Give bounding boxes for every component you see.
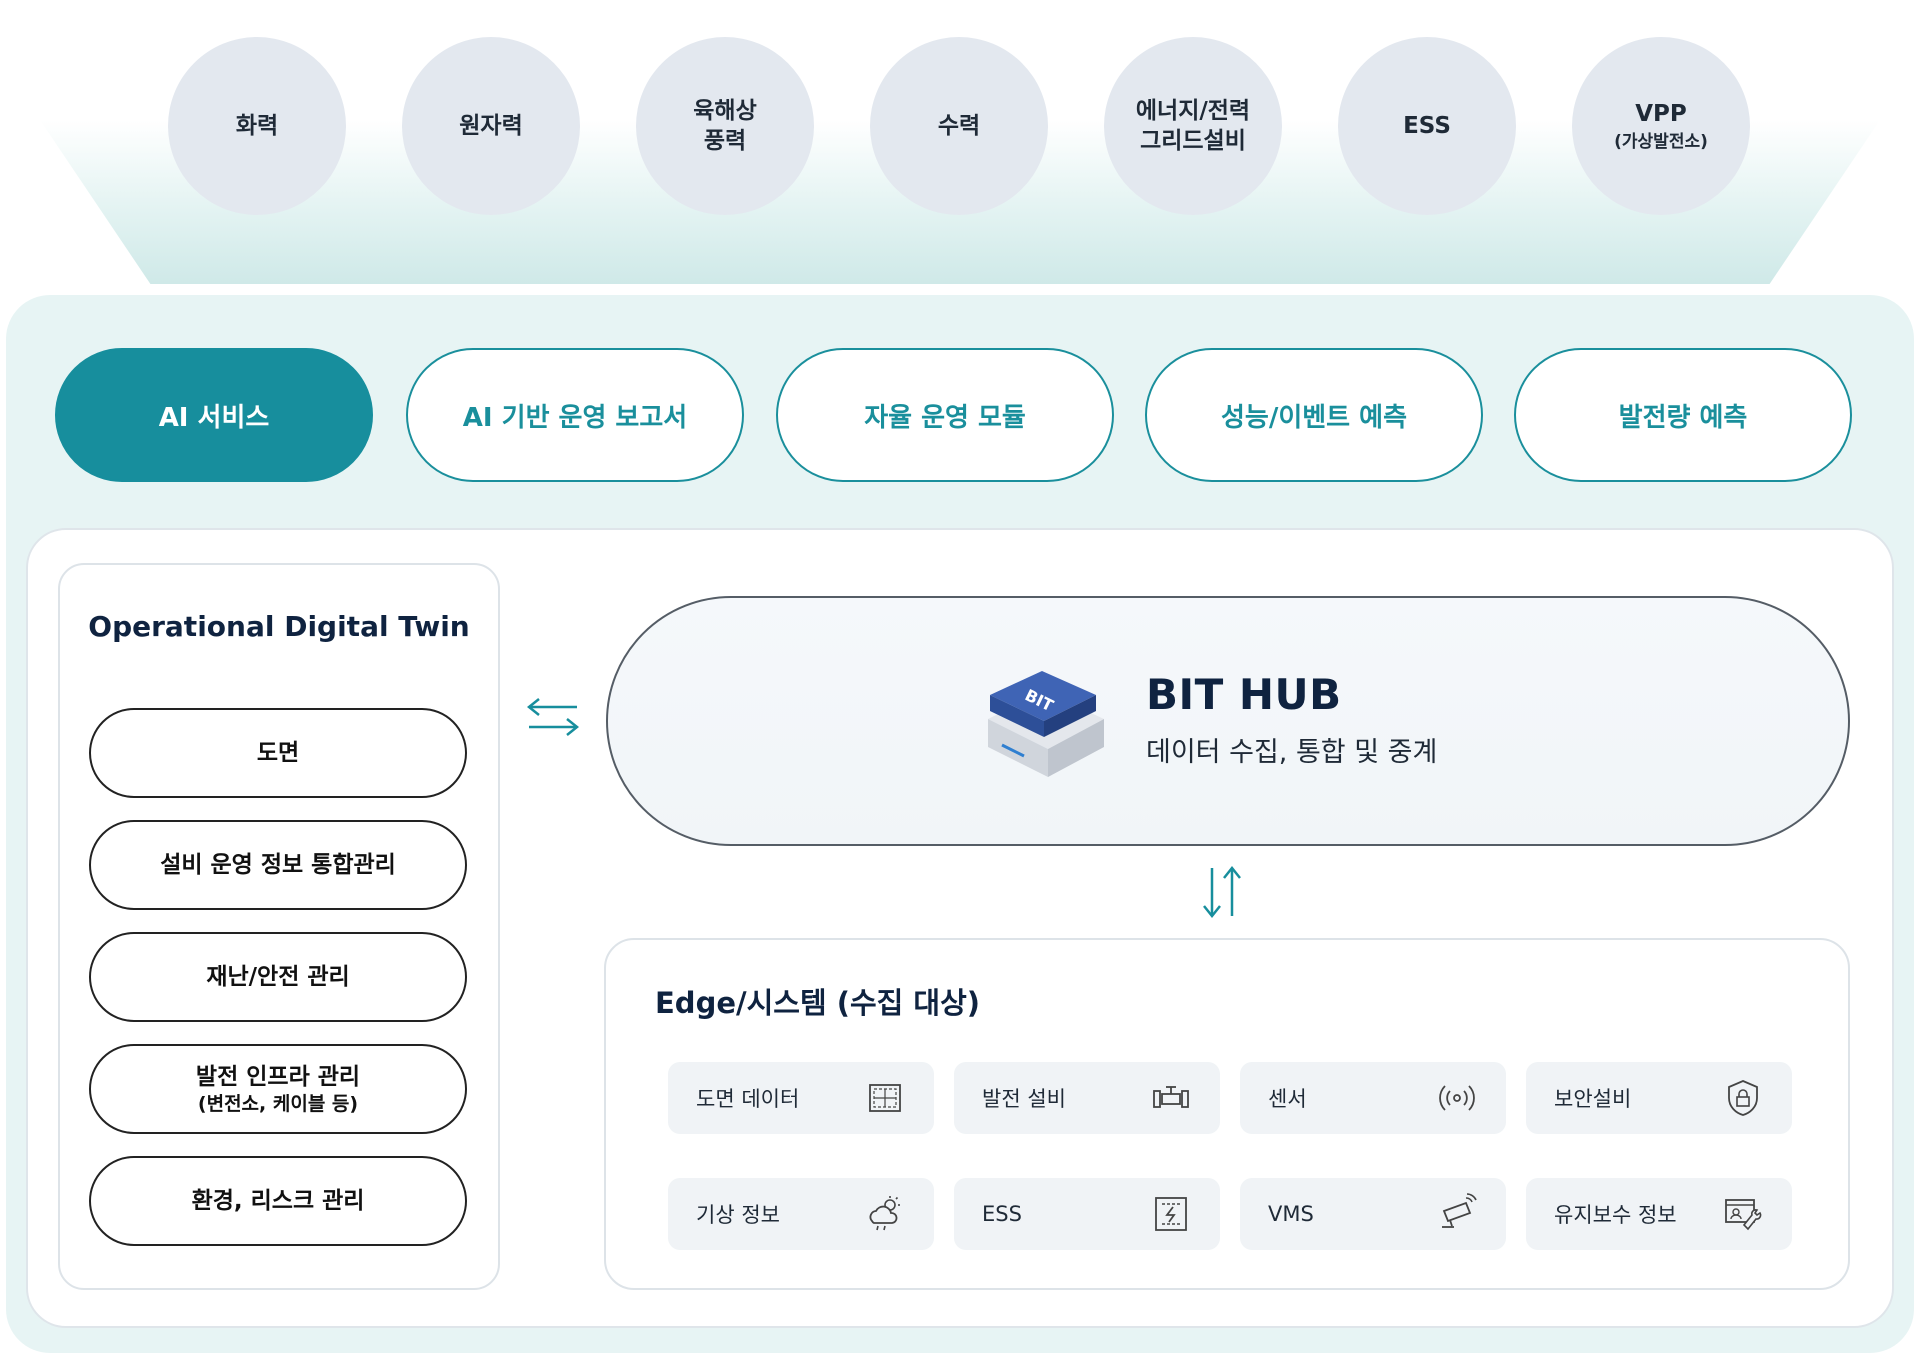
twin-item-drawing: 도면 [89, 708, 467, 798]
edge-item-security: 보안설비 [1526, 1062, 1792, 1134]
pill-label: AI 기반 운영 보고서 [462, 402, 688, 433]
pill-label: 성능/이벤트 예측 [1221, 402, 1407, 433]
edge-item-label: 유지보수 정보 [1554, 1203, 1677, 1227]
weather-cloud-icon [869, 1196, 900, 1231]
ai-services-pill: AI 서비스 [55, 348, 373, 482]
pipe-valve-icon [1153, 1086, 1189, 1108]
edge-item-vms: VMS [1240, 1178, 1506, 1250]
ai-services-label: AI 서비스 [158, 402, 270, 433]
edge-item-label: ESS [982, 1202, 1022, 1226]
ai-report-pill: AI 기반 운영 보고서 [406, 348, 744, 482]
category-circle-hydro: 수력 [870, 37, 1048, 215]
edge-item-label: 발전 설비 [982, 1087, 1066, 1111]
edge-item-label: VMS [1268, 1202, 1314, 1226]
category-circle-vpp: VPP (가상발전소) [1572, 37, 1750, 215]
category-label: ESS [1403, 113, 1451, 139]
category-label: 육해상 풍력 [693, 98, 757, 154]
edge-item-label: 센서 [1268, 1087, 1307, 1111]
pill-label: 발전량 예측 [1618, 402, 1748, 433]
edge-item-ess: ESS [954, 1178, 1220, 1250]
twin-item-label: 설비 운영 정보 통합관리 [160, 852, 396, 878]
edge-item-drawing-data: 도면 데이터 [668, 1062, 934, 1134]
edge-systems-title: Edge/시스템 (수집 대상) [655, 986, 981, 1020]
vertical-bidirectional-arrow-icon [1203, 865, 1241, 919]
twin-item-equipment: 설비 운영 정보 통합관리 [89, 820, 467, 910]
edge-item-sensor: 센서 [1240, 1062, 1506, 1134]
twin-item-label: 도면 [256, 740, 300, 766]
battery-storage-icon [1155, 1197, 1187, 1231]
twin-item-risk: 환경, 리스크 관리 [89, 1156, 467, 1246]
sensor-signal-icon [1439, 1085, 1475, 1111]
security-lock-icon [1728, 1080, 1758, 1116]
category-circle-ess: ESS [1338, 37, 1516, 215]
category-circle-wind: 육해상 풍력 [636, 37, 814, 215]
pill-label: 자율 운영 모듈 [864, 402, 1026, 433]
digital-twin-title: Operational Digital Twin [88, 610, 470, 643]
category-sublabel: (가상발전소) [1614, 132, 1708, 152]
cctv-camera-icon [1442, 1193, 1477, 1228]
generation-forecast-pill: 발전량 예측 [1514, 348, 1852, 482]
event-prediction-pill: 성능/이벤트 예측 [1145, 348, 1483, 482]
category-label: 원자력 [459, 113, 523, 139]
edge-item-label: 기상 정보 [696, 1203, 780, 1227]
twin-item-label: 발전 인프라 관리 [195, 1064, 361, 1090]
bidirectional-arrow-icon [526, 698, 580, 736]
edge-item-label: 도면 데이터 [696, 1087, 800, 1111]
edge-item-weather: 기상 정보 [668, 1178, 934, 1250]
bit-hub-title: BIT HUB [1146, 670, 1342, 719]
category-circle-nuclear: 원자력 [402, 37, 580, 215]
twin-item-sublabel: (변전소, 케이블 등) [197, 1093, 359, 1115]
category-label: 화력 [235, 113, 279, 139]
category-label: VPP [1635, 101, 1687, 127]
bit-hub-subtitle: 데이터 수집, 통합 및 중계 [1146, 737, 1438, 768]
twin-item-safety: 재난/안전 관리 [89, 932, 467, 1022]
twin-item-infra: 발전 인프라 관리 (변전소, 케이블 등) [89, 1044, 467, 1134]
blueprint-icon [869, 1084, 901, 1112]
edge-item-label: 보안설비 [1554, 1087, 1632, 1111]
twin-item-label: 재난/안전 관리 [206, 964, 350, 990]
category-label: 에너지/전력 그리드설비 [1135, 98, 1251, 154]
maintenance-wrench-icon [1725, 1199, 1762, 1231]
bit-hub-panel [606, 596, 1850, 846]
category-circle-thermal: 화력 [168, 37, 346, 215]
category-circle-grid: 에너지/전력 그리드설비 [1104, 37, 1282, 215]
edge-item-maintenance: 유지보수 정보 [1526, 1178, 1792, 1250]
bit-hub-logo-icon: BIT [988, 671, 1104, 777]
category-label: 수력 [937, 113, 981, 139]
twin-item-label: 환경, 리스크 관리 [191, 1188, 365, 1214]
edge-item-power-equipment: 발전 설비 [954, 1062, 1220, 1134]
autonomous-module-pill: 자율 운영 모듈 [776, 348, 1114, 482]
